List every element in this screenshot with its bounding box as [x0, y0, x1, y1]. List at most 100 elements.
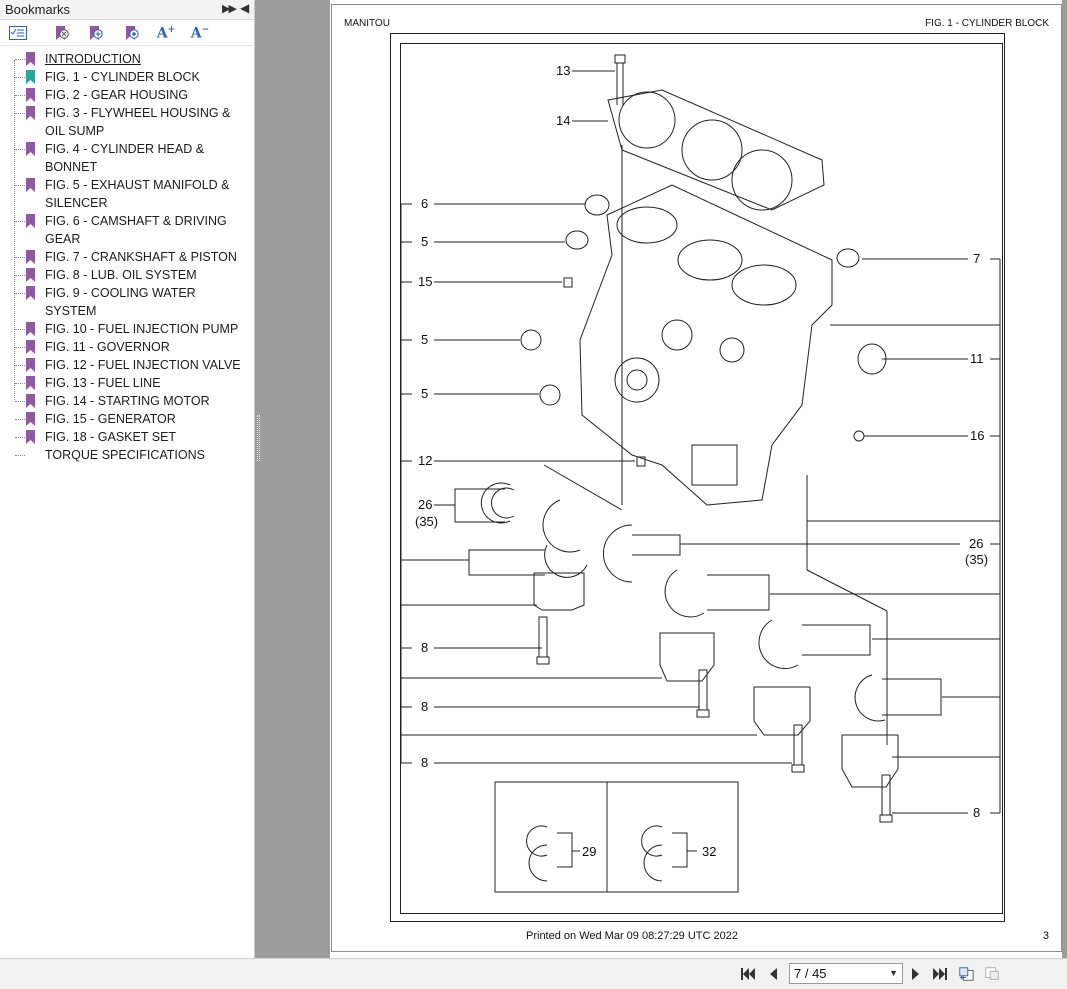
bookmark-flag-icon	[26, 394, 35, 408]
callout-35: (35)	[415, 514, 438, 529]
bookmark-flag-icon	[26, 268, 35, 282]
bookmark-item[interactable]: FIG. 4 - CYLINDER HEAD & BONNET	[0, 140, 254, 176]
callout-32: 32	[702, 844, 716, 859]
bookmark-flag-icon	[26, 142, 35, 156]
bookmark-list: INTRODUCTION FIG. 1 - CYLINDER BLOCK FIG. …	[0, 50, 254, 464]
bookmark-label: FIG. 4 - CYLINDER HEAD & BONNET	[45, 142, 205, 174]
printed-on-timestamp: Printed on Wed Mar 09 08:27:29 UTC 2022	[526, 930, 738, 942]
go-back-view-icon[interactable]	[958, 966, 974, 982]
bookmark-item[interactable]: FIG. 15 - GENERATOR	[0, 410, 254, 428]
bookmark-item[interactable]: FIG. 2 - GEAR HOUSING	[0, 86, 254, 104]
bookmark-label: FIG. 15 - GENERATOR	[45, 412, 176, 426]
last-page-icon[interactable]	[932, 966, 948, 982]
page-number: 3	[1042, 930, 1049, 942]
bookmark-label: FIG. 5 - EXHAUST MANIFOLD & SILENCER	[45, 178, 230, 210]
bookmark-options-icon[interactable]	[8, 24, 28, 42]
bookmark-flag-icon	[26, 88, 35, 102]
first-page-icon[interactable]	[740, 966, 756, 982]
bookmark-label: FIG. 2 - GEAR HOUSING	[45, 88, 189, 102]
bookmark-item[interactable]: TORQUE SPECIFICATIONS	[0, 446, 254, 464]
bookmark-item[interactable]: FIG. 18 - GASKET SET	[0, 428, 254, 446]
bookmark-flag-icon	[26, 52, 35, 66]
next-page-icon[interactable]	[908, 966, 924, 982]
callout-29: 29	[582, 844, 596, 859]
drawing-frame-outer	[390, 33, 1005, 922]
collapse-panel-icon[interactable]: ◀	[240, 1, 250, 15]
callout-8: 8	[421, 755, 428, 770]
bookmark-label: FIG. 18 - GASKET SET	[45, 430, 177, 444]
callout-8: 8	[421, 699, 428, 714]
bookmark-label: FIG. 8 - LUB. OIL SYSTEM	[45, 268, 197, 282]
font-decrease-icon[interactable]: A−	[190, 24, 210, 42]
bookmark-label: FIG. 7 - CRANKSHAFT & PISTON	[45, 250, 237, 264]
callout-5: 5	[421, 332, 428, 347]
splitter-grip[interactable]	[257, 415, 260, 461]
page-header-figure-title: FIG. 1 - CYLINDER BLOCK	[925, 18, 1049, 29]
bookmark-item[interactable]: INTRODUCTION	[0, 50, 254, 68]
bookmark-item[interactable]: FIG. 12 - FUEL INJECTION VALVE	[0, 356, 254, 374]
page-navigation-bar: 7 / 45 ▼	[0, 958, 1067, 989]
callout-8: 8	[421, 640, 428, 655]
find-bookmark-icon[interactable]	[122, 24, 142, 42]
callout-35: (35)	[965, 552, 988, 567]
bookmark-label: FIG. 6 - CAMSHAFT & DRIVING GEAR	[45, 214, 227, 246]
bookmark-item[interactable]: FIG. 6 - CAMSHAFT & DRIVING GEAR	[0, 212, 254, 248]
callout-6: 6	[421, 196, 428, 211]
bookmark-flag-icon	[26, 250, 35, 264]
bookmark-item[interactable]: FIG. 8 - LUB. OIL SYSTEM	[0, 266, 254, 284]
callout-26: 26	[969, 536, 983, 551]
bookmark-item[interactable]: FIG. 13 - FUEL LINE	[0, 374, 254, 392]
callout-13: 13	[556, 63, 570, 78]
bookmark-label: FIG. 14 - STARTING MOTOR	[45, 394, 210, 408]
bookmark-item[interactable]: FIG. 10 - FUEL INJECTION PUMP	[0, 320, 254, 338]
delete-bookmark-icon[interactable]	[52, 24, 72, 42]
bookmark-item[interactable]: FIG. 7 - CRANKSHAFT & PISTON	[0, 248, 254, 266]
callout-14: 14	[556, 113, 570, 128]
bookmark-item[interactable]: FIG. 14 - STARTING MOTOR	[0, 392, 254, 410]
bookmark-flag-icon	[26, 70, 35, 84]
callout-8: 8	[973, 805, 980, 820]
bookmark-label: FIG. 9 - COOLING WATER SYSTEM	[45, 286, 196, 318]
bookmark-label: TORQUE SPECIFICATIONS	[45, 448, 205, 462]
new-bookmark-icon[interactable]	[86, 24, 106, 42]
bookmark-item[interactable]: FIG. 11 - GOVERNOR	[0, 338, 254, 356]
bookmark-flag-icon	[26, 376, 35, 390]
viewer-background	[1062, 0, 1067, 958]
bookmark-item[interactable]: FIG. 1 - CYLINDER BLOCK	[0, 68, 254, 86]
bookmark-flag-icon	[26, 430, 35, 444]
page-number-select[interactable]: 7 / 45 ▼	[789, 963, 903, 984]
panel-splitter[interactable]	[255, 0, 330, 958]
callout-5: 5	[421, 386, 428, 401]
bookmark-label: FIG. 11 - GOVERNOR	[45, 340, 170, 354]
page-header-brand: MANITOU	[344, 18, 390, 29]
bookmarks-header: Bookmarks ▶▶ ◀	[0, 0, 254, 20]
callout-11: 11	[970, 351, 984, 366]
font-increase-icon[interactable]: A+	[156, 24, 176, 42]
pdf-page: MANITOU FIG. 1 - CYLINDER BLOCK	[331, 4, 1062, 952]
bookmark-flag-icon	[26, 340, 35, 354]
chevron-down-icon: ▼	[889, 968, 898, 978]
callout-12: 12	[418, 453, 432, 468]
bookmarks-toolbar: A+ A−	[0, 20, 254, 46]
bookmark-label: FIG. 1 - CYLINDER BLOCK	[45, 70, 200, 84]
previous-page-icon[interactable]	[765, 966, 781, 982]
bookmarks-title: Bookmarks	[5, 2, 71, 17]
bookmark-item[interactable]: FIG. 3 - FLYWHEEL HOUSING & OIL SUMP	[0, 104, 254, 140]
bookmark-item[interactable]: FIG. 5 - EXHAUST MANIFOLD & SILENCER	[0, 176, 254, 212]
go-forward-view-icon[interactable]	[984, 966, 1000, 982]
expand-panel-icon[interactable]: ▶▶	[222, 3, 237, 15]
bookmark-flag-icon	[26, 286, 35, 300]
page-indicator: 7 / 45	[794, 966, 827, 981]
bookmark-flag-icon	[26, 322, 35, 336]
bookmark-label: INTRODUCTION	[45, 52, 141, 66]
bookmark-label: FIG. 12 - FUEL INJECTION VALVE	[45, 358, 241, 372]
bookmark-label: FIG. 10 - FUEL INJECTION PUMP	[45, 322, 239, 336]
bookmark-flag-icon	[26, 106, 35, 120]
callout-26: 26	[418, 497, 432, 512]
callout-5: 5	[421, 234, 428, 249]
bookmarks-panel: Bookmarks ▶▶ ◀ A+ A− INTRODUCTION FIG. 1 …	[0, 0, 255, 958]
callout-7: 7	[973, 251, 980, 266]
callout-15: 15	[418, 274, 432, 289]
bookmark-item[interactable]: FIG. 9 - COOLING WATER SYSTEM	[0, 284, 254, 320]
